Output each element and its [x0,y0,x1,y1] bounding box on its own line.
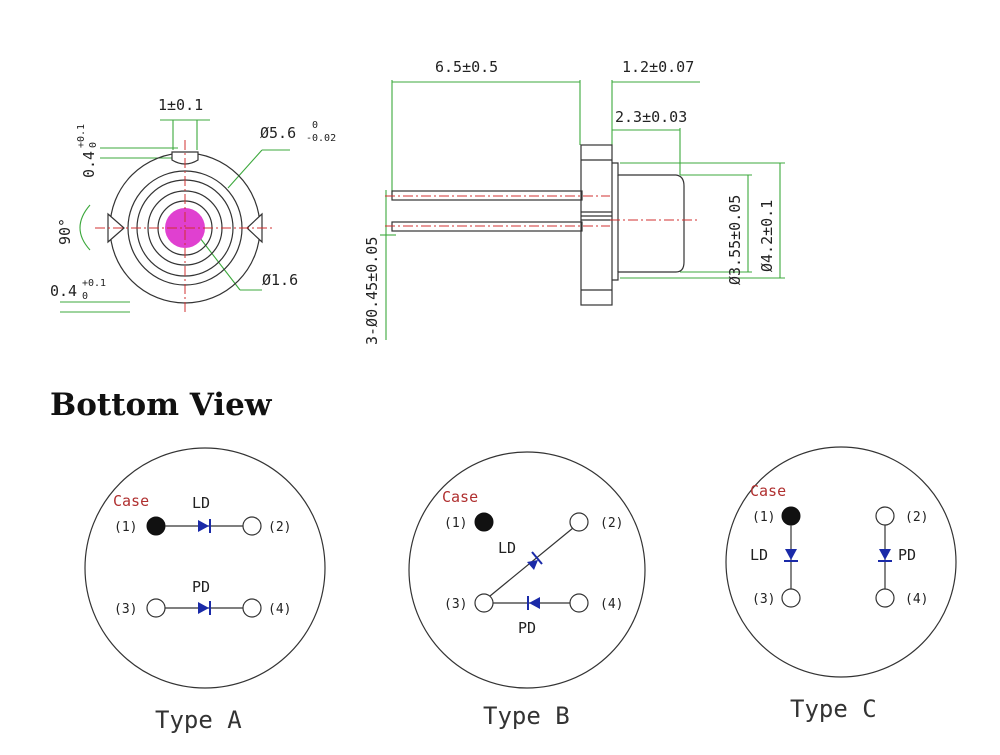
type-c-outline [725,446,957,678]
outer-dia-leader [227,149,263,189]
type-c-pin-1-label: (1) [752,510,775,525]
lead-dia-label-group: 3-Ø0.45±0.05 [363,237,381,345]
type-b-ld-diode [527,560,538,570]
outer-dia-sub: -0.02 [306,133,336,144]
type-c-pin-4 [875,588,895,608]
notch-depth-bottom-label: 0.4 +0.1 0 [50,278,106,302]
type-a-pin-3 [146,598,166,618]
type-a-pin-4 [242,598,262,618]
notch-width-label: 1±0.1 [158,96,203,114]
type-a-outline [84,447,326,689]
cap-dia-label-group: Ø3.55±0.05 [726,195,744,285]
type-a-pd-label: PD [192,578,210,596]
notch-depth-top-base: 0.4 [80,151,98,178]
lead-dia-label: 3-Ø0.45±0.05 [363,237,381,345]
type-a-name: Type A [155,706,242,734]
type-a-ld-diode [198,520,209,532]
bottom-view-title: Bottom View [50,387,273,423]
window-dia-leader [199,237,241,291]
type-b-pin-1 [474,512,494,532]
type-b-pd-diode [529,597,540,609]
type-a-pin-4-label: (4) [268,602,291,617]
top-view: 1±0.1 Ø5.6 0 -0.02 0.4 +0.1 0 90° 0.4 +0… [50,96,336,315]
outer-dia-base: Ø5.6 [260,124,296,142]
angle-arc [79,204,91,251]
type-b-ld-label: LD [498,539,516,557]
cap-dia-label: Ø3.55±0.05 [726,195,744,285]
type-b-pin-3 [474,593,494,613]
type-c-pin-3-label: (3) [752,592,775,607]
type-a-pd-diode [198,602,209,614]
type-b-pin-1-label: (1) [444,516,467,531]
type-b-pd-label: PD [518,619,536,637]
type-b-pin-3-label: (3) [444,597,467,612]
flange-body [580,144,613,306]
type-b-pin-2-label: (2) [600,516,623,531]
type-b-pin-4 [569,593,589,613]
type-c-pin-2-label: (2) [905,510,928,525]
type-b-pin-4-label: (4) [600,597,623,612]
type-a-pin-2-label: (2) [268,520,291,535]
type-c-pin-2 [875,506,895,526]
notch-depth-bottom-base: 0.4 [50,282,77,300]
type-b-diagram: Case LD PD (1) (2) (3) (4) Type B [408,451,646,730]
type-b-name: Type B [483,702,570,730]
type-c-pin-1 [781,506,801,526]
type-a-case-label: Case [113,492,149,510]
type-b-outline [408,451,646,689]
type-c-diagram: Case LD PD (1) (2) (3) (4) Type C [725,446,957,723]
type-c-case-label: Case [750,482,786,500]
angle-label-group: 90° [56,218,74,245]
cap-body [612,162,685,281]
type-a-ld-label: LD [192,494,210,512]
notch-depth-bottom-sub: 0 [82,291,88,302]
outer-dia-label: Ø5.6 0 -0.02 [260,120,336,144]
type-a-pin-3-label: (3) [114,602,137,617]
type-b-ld-diode-bar [531,551,543,565]
type-c-ld-label: LD [750,546,768,564]
type-a-diagram: Case LD PD (1) (2) (3) (4) Type A [84,447,326,734]
notch-depth-top-sup: +0.1 [76,124,87,148]
type-a-pin-1 [146,516,166,536]
type-c-name: Type C [790,695,877,723]
type-c-pin-3 [781,588,801,608]
type-c-pd-label: PD [898,546,916,564]
notch-depth-top-sub: 0 [88,142,99,148]
type-a-pin-2 [242,516,262,536]
cap-height-label: 2.3±0.03 [615,108,687,126]
side-view: 6.5±0.5 1.2±0.07 2.3±0.03 3-Ø0.45±0.05 Ø… [363,58,785,345]
outer-dia-sup: 0 [312,120,318,131]
type-b-pin-2 [569,512,589,532]
flange-dia-label-group: Ø4.2±0.1 [758,200,776,272]
type-b-case-label: Case [442,488,478,506]
notch-depth-top-label: 0.4 +0.1 0 [76,124,99,178]
type-c-pin-4-label: (4) [905,592,928,607]
lead-length-label: 6.5±0.5 [435,58,498,76]
type-c-pd-diode [879,549,891,560]
window-dia-label: Ø1.6 [262,271,298,289]
angle-label: 90° [56,218,74,245]
type-a-pin-1-label: (1) [114,520,137,535]
notch-depth-bottom-sup: +0.1 [82,278,106,289]
flange-dia-label: Ø4.2±0.1 [758,200,776,272]
flange-thickness-label: 1.2±0.07 [622,58,694,76]
type-c-ld-diode [785,549,797,560]
